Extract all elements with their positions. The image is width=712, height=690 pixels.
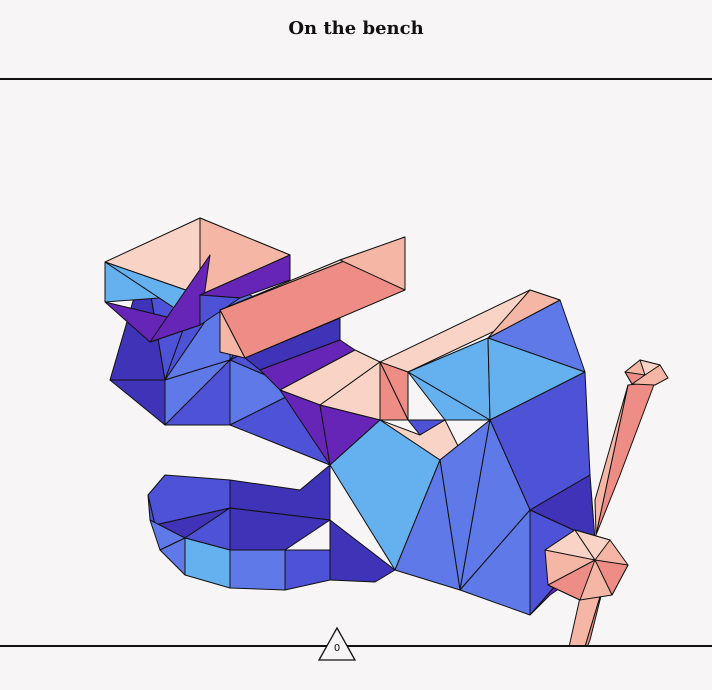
move-counter[interactable]: 0 [317,626,357,662]
facet [594,384,629,536]
facet [379,361,409,421]
facet [284,549,331,591]
facet [407,371,491,421]
facet [594,559,629,596]
facet [595,381,656,536]
facet [394,459,461,591]
facet [229,549,286,591]
facet [624,371,646,385]
facet [149,254,211,343]
counter-value: 0 [333,643,341,654]
facet [329,519,396,583]
facet [219,309,246,359]
facet [109,379,166,426]
facet [639,359,661,376]
facet [487,289,561,339]
puzzle-canvas[interactable] [0,80,712,645]
triangle-icon [317,626,357,661]
vise-polygon-art[interactable] [0,80,712,645]
facet [574,529,611,561]
footer-divider [0,645,712,647]
page-title: On the bench [288,18,424,39]
facet [229,464,331,521]
facet [547,559,596,601]
header: On the bench [0,0,712,80]
facet [339,236,406,291]
